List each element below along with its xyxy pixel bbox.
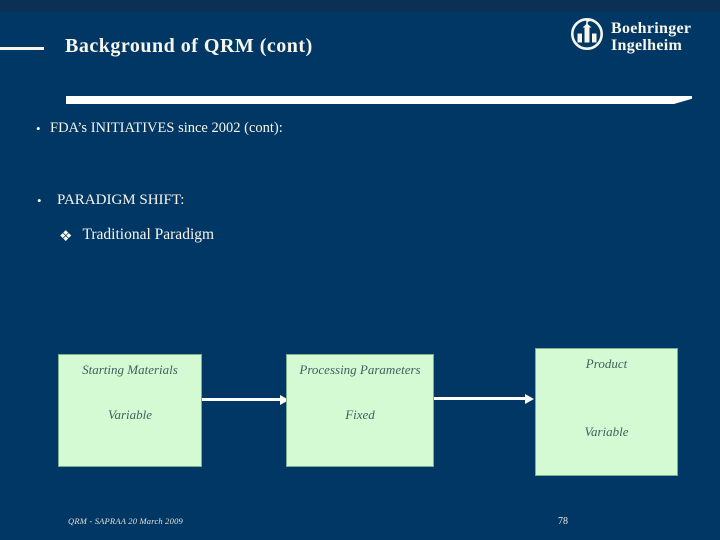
sub-bullet-text: Traditional Paradigm: [82, 226, 215, 243]
arrow-line: [434, 397, 525, 400]
flow-box-status: Variable: [584, 424, 629, 439]
flow-box-title: Starting Materials: [82, 362, 178, 377]
top-band: [0, 0, 720, 12]
boehringer-ingelheim-emblem-icon: [569, 16, 605, 57]
bullet-paradigm-shift: • PARADIGM SHIFT:: [37, 192, 184, 209]
bullet-icon: •: [37, 193, 42, 208]
flow-box-title: Processing Parameters: [299, 362, 421, 377]
right-arrowhead-icon: [280, 394, 289, 405]
page-title: Background of QRM (cont): [65, 35, 313, 57]
bullet-text: FDA’s INITIATIVES since 2002 (cont):: [50, 120, 283, 136]
title-accent-line: [0, 47, 44, 50]
flow-box-processing-parameters: Processing Parameters Fixed: [286, 354, 434, 467]
flow-arrow-1: [202, 394, 289, 405]
bullet-icon: •: [36, 121, 41, 136]
title-underline-bar: [66, 96, 692, 104]
sub-bullet-traditional-paradigm: ❖ Traditional Paradigm: [59, 226, 214, 245]
right-arrowhead-icon: [525, 393, 534, 404]
logo-line2: Ingelheim: [611, 36, 683, 54]
logo-wordmark: Boehringer Ingelheim: [611, 20, 691, 54]
flow-arrow-2: [434, 393, 534, 404]
flow-box-status: Fixed: [345, 407, 375, 422]
bullet-fda-initiatives: • FDA’s INITIATIVES since 2002 (cont):: [36, 120, 283, 137]
diamond-bullet-icon: ❖: [59, 227, 73, 245]
bullet-text: PARADIGM SHIFT:: [57, 192, 185, 208]
logo-line1: Boehringer: [611, 19, 692, 37]
flow-box-title: Product: [585, 356, 628, 371]
slide-page-number: 78: [558, 516, 568, 527]
flow-box-product: Product Variable: [535, 348, 678, 476]
flow-box-status: Variable: [107, 407, 153, 422]
slide-footer: QRM - SAPRAA 20 March 2009: [68, 516, 183, 526]
boehringer-ingelheim-logo: Boehringer Ingelheim: [569, 16, 691, 57]
flow-box-starting-materials: Starting Materials Variable: [58, 354, 202, 467]
arrow-line: [202, 398, 280, 401]
